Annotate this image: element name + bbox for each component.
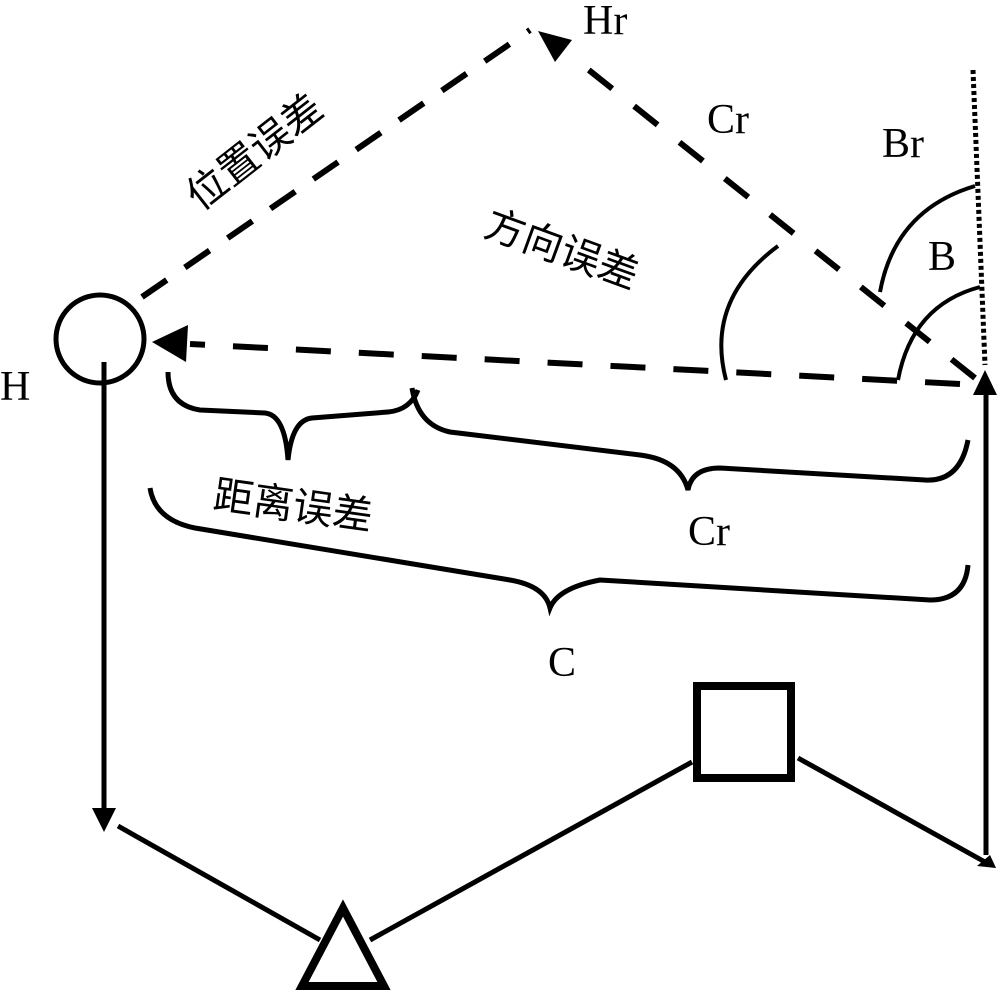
square-to-target-line [796, 755, 987, 865]
triangle-to-h-line [116, 823, 322, 943]
target-to-h-line [189, 341, 961, 387]
cr-direction-line [568, 52, 977, 381]
h-arrowhead [152, 325, 188, 362]
label-distance-error: 距离误差 [211, 472, 376, 540]
angle-arc-br [878, 184, 976, 293]
north-reference-line [970, 69, 988, 366]
brace-distance-error [165, 371, 421, 461]
target-bottom-arrowhead [977, 855, 996, 868]
node-triangle [295, 899, 391, 990]
label-cr-top: Cr [707, 97, 749, 143]
node-square [693, 682, 795, 782]
label-position-error: 位置误差 [178, 85, 332, 220]
angle-arc-direction [719, 244, 780, 381]
angle-arc-b [896, 285, 981, 381]
target-arrowhead [973, 370, 997, 395]
label-hr: Hr [583, 0, 627, 44]
label-c-brace: C [548, 640, 576, 686]
label-direction-error: 方向误差 [479, 201, 645, 299]
position-error-line [140, 27, 532, 300]
h-down-arrowhead [92, 808, 116, 832]
square-to-triangle-line [368, 759, 694, 943]
brace-cr [409, 387, 971, 491]
label-br: Br [882, 121, 924, 167]
brace-c [147, 487, 971, 617]
node-circle [53, 292, 147, 386]
label-cr-brace: Cr [688, 509, 730, 555]
hr-arrowhead [538, 31, 572, 62]
label-h: H [0, 364, 30, 410]
label-b: B [928, 234, 956, 280]
